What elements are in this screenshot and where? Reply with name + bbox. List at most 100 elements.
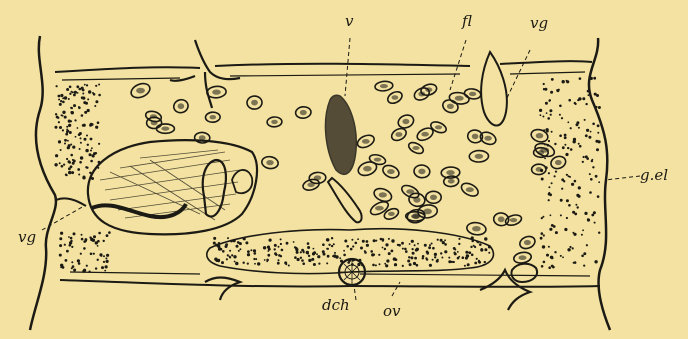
stipple-dot — [546, 112, 548, 114]
stipple-dot — [544, 144, 546, 146]
stipple-dot — [560, 255, 562, 257]
stipple-dot — [61, 165, 64, 168]
stipple-dot — [466, 254, 469, 257]
stipple-dot — [73, 94, 76, 97]
stipple-dot — [566, 174, 568, 176]
stipple-dot — [90, 160, 93, 163]
cell-nucleus — [510, 218, 517, 222]
stipple-dot — [95, 85, 97, 87]
stipple-dot — [230, 240, 233, 243]
stipple-dot — [442, 241, 445, 244]
stipple-dot — [93, 152, 96, 155]
stipple-dot — [431, 243, 433, 245]
stipple-dot — [62, 129, 64, 131]
stipple-dot — [593, 211, 596, 214]
stipple-dot — [550, 214, 552, 216]
stipple-dot — [388, 252, 391, 255]
cell-nucleus — [446, 170, 454, 175]
stipple-dot — [458, 256, 460, 258]
stipple-dot — [582, 97, 585, 100]
stipple-dot — [82, 93, 84, 95]
stipple-dot — [351, 263, 354, 266]
stipple-dot — [83, 176, 86, 179]
stipple-dot — [59, 254, 62, 257]
stipple-dot — [422, 257, 424, 259]
stipple-dot — [547, 144, 550, 147]
stipple-dot — [437, 239, 439, 241]
stipple-dot — [274, 248, 276, 250]
stipple-dot — [554, 175, 556, 177]
stipple-dot — [551, 78, 554, 81]
stipple-dot — [266, 259, 269, 262]
stipple-dot — [566, 199, 569, 202]
stipple-dot — [595, 106, 597, 108]
stipple-dot — [464, 265, 466, 267]
stipple-dot — [402, 265, 404, 267]
stipple-dot — [416, 264, 419, 267]
stipple-dot — [476, 258, 478, 260]
stipple-dot — [59, 126, 62, 129]
stipple-dot — [357, 238, 359, 240]
stipple-dot — [364, 250, 366, 252]
stipple-dot — [554, 143, 556, 145]
stipple-dot — [77, 168, 80, 171]
stipple-dot — [545, 102, 548, 105]
stipple-dot — [595, 175, 598, 178]
stipple-dot — [578, 97, 581, 100]
stipple-dot — [70, 237, 73, 240]
stipple-dot — [548, 186, 550, 188]
stipple-dot — [69, 93, 71, 95]
stipple-dot — [222, 250, 225, 253]
stipple-dot — [402, 248, 404, 250]
stipple-dot — [78, 107, 81, 110]
left-cut-edge — [56, 198, 86, 206]
stipple-dot — [64, 143, 66, 145]
stipple-dot — [71, 91, 73, 93]
stipple-dot — [88, 271, 90, 273]
stipple-dot — [316, 253, 318, 255]
stipple-dot — [457, 251, 459, 253]
stipple-dot — [566, 80, 568, 82]
stipple-dot — [74, 91, 77, 94]
stipple-dot — [308, 259, 311, 262]
stipple-dot — [334, 252, 336, 254]
stipple-dot — [294, 256, 297, 259]
cell-nucleus — [421, 132, 429, 137]
stipple-dot — [597, 124, 600, 127]
stipple-dot — [327, 255, 330, 258]
stipple-dot — [226, 258, 228, 260]
stipple-dot — [340, 260, 343, 263]
stipple-dot — [412, 252, 415, 255]
stipple-dot — [72, 146, 75, 149]
stipple-dot — [288, 265, 290, 267]
coiled-structure — [92, 204, 186, 217]
stipple-dot — [71, 261, 73, 263]
stipple-dot — [570, 127, 572, 129]
stipple-dot — [570, 148, 573, 151]
stipple-dot — [384, 248, 386, 250]
stipple-dot — [585, 103, 587, 105]
stipple-dot — [405, 250, 408, 253]
stipple-dot — [98, 84, 100, 86]
stipple-dot — [394, 263, 397, 266]
stipple-dot — [426, 251, 429, 254]
stipple-dot — [80, 137, 82, 139]
stipple-dot — [83, 269, 86, 272]
stipple-dot — [550, 91, 553, 94]
stipple-dot — [546, 254, 549, 257]
stipple-dot — [83, 101, 86, 104]
stipple-dot — [586, 129, 589, 132]
stipple-dot — [554, 251, 556, 253]
stipple-dot — [89, 172, 91, 174]
stipple-dot — [58, 121, 60, 123]
stipple-dot — [98, 94, 101, 97]
stipple-dot — [55, 113, 57, 115]
stipple-dot — [66, 88, 69, 91]
cell-nucleus — [412, 213, 420, 219]
stipple-dot — [548, 246, 550, 248]
small-right-structure — [511, 264, 537, 282]
stipple-dot — [559, 134, 562, 137]
stipple-dot — [454, 252, 457, 255]
stipple-dot — [322, 243, 325, 246]
stipple-dot — [471, 236, 474, 239]
